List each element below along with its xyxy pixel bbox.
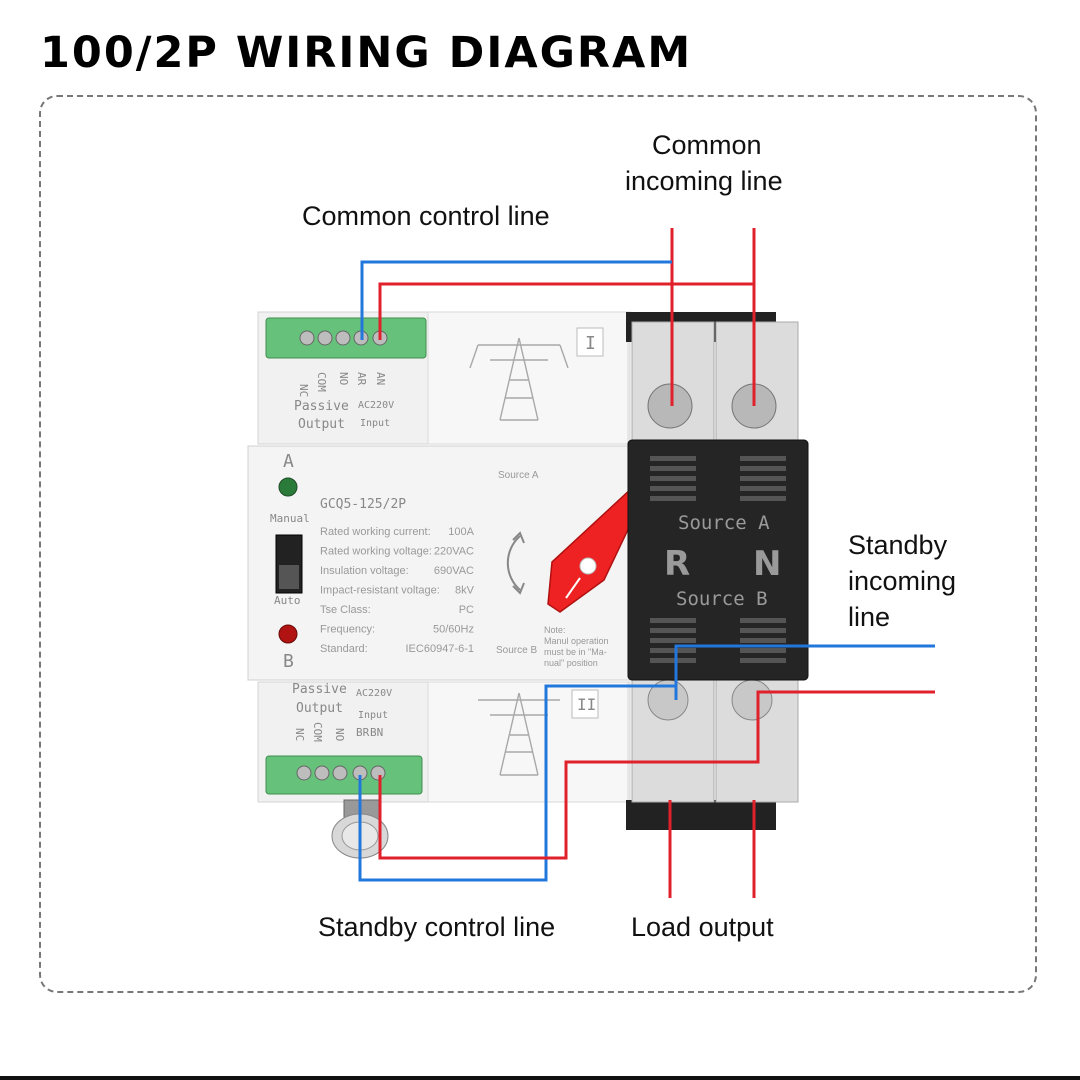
spec-label: Standard:: [320, 643, 368, 655]
common-control-wire-red: [378, 282, 754, 340]
diagram-title: 100/2P WIRING DIAGRAM: [40, 28, 693, 78]
bottom-label-no: NO: [333, 728, 346, 741]
standby-control-wire-red: [378, 700, 760, 860]
top-passive: Passive: [294, 399, 349, 414]
top-label-an: AN: [374, 372, 387, 385]
breaker-block: Source A R N Source B: [626, 312, 809, 830]
breaker-source-b: Source B: [676, 588, 768, 610]
top-tower-icon: [469, 337, 569, 421]
dashed-frame: [39, 95, 1037, 993]
standby-incoming-wire-blue: [674, 644, 935, 700]
indicator-b-label: B: [283, 651, 294, 672]
spec-value: 220VAC: [434, 546, 474, 558]
callout-common-incoming-2: incoming line: [625, 166, 783, 196]
callout-common-incoming-1: Common: [652, 130, 762, 160]
breaker-n: N: [753, 544, 781, 584]
indicator-a-label: A: [283, 451, 294, 472]
bottom-label-br: BR: [356, 726, 370, 739]
indicator-b-led: [278, 624, 298, 644]
note-line: must be in "Ma-: [544, 647, 607, 657]
top-label-com: COM: [315, 372, 328, 392]
top-input: Input: [360, 418, 390, 429]
spec-value: 100A: [448, 526, 474, 538]
spec-label: Rated working voltage:: [320, 546, 432, 558]
bottom-input: Input: [358, 710, 388, 721]
auto-label: Auto: [274, 594, 301, 607]
spec-value: 50/60Hz: [433, 624, 474, 636]
spec-label: Tse Class:: [320, 604, 371, 616]
breaker-r: R: [664, 544, 690, 584]
note-line: Manul operation: [544, 636, 609, 646]
top-terminal-block: [265, 317, 427, 359]
top-label-ar: AR: [355, 372, 368, 386]
callout-standby-incoming-1: Standby: [848, 530, 948, 560]
bottom-ac: AC220V: [356, 688, 392, 699]
front-face: A Manual Auto B GCQ5-125/2P Rated workin…: [270, 451, 609, 672]
bottom-label-com: COM: [311, 722, 324, 742]
top-output: Output: [298, 417, 345, 432]
spec-label: Insulation voltage:: [320, 565, 409, 577]
wires: [358, 228, 935, 898]
common-control-wire-blue: [360, 260, 672, 340]
standby-control-wire-blue: [358, 684, 678, 882]
source-a-small: Source A: [498, 470, 539, 481]
standby-incoming-wire-red: [756, 690, 935, 700]
roman-one: I: [585, 333, 596, 354]
spec-label: Rated working current:: [320, 526, 431, 538]
note-line: nual" position: [544, 658, 598, 668]
source-b-small: Source B: [496, 645, 537, 656]
callout-load-output: Load output: [631, 912, 774, 942]
callout-standby-incoming-2: incoming: [848, 566, 957, 596]
bottom-passive: Passive: [292, 682, 347, 697]
top-label-nc: NC: [297, 384, 310, 397]
note-line: Note:: [544, 625, 566, 635]
top-terminal-labels: NC COM NO AR AN Passive Output AC220V In…: [294, 372, 394, 432]
bottom-output: Output: [296, 701, 343, 716]
manual-label: Manual: [270, 512, 310, 525]
bottom-label-nc: NC: [293, 728, 306, 741]
spec-value: IEC60947-6-1: [406, 643, 475, 655]
bottom-terminal-labels: Passive Output AC220V Input NC COM NO BR…: [292, 682, 392, 742]
top-label-no: NO: [337, 372, 350, 385]
spec-value: 690VAC: [434, 565, 474, 577]
model-label: GCQ5-125/2P: [320, 497, 406, 512]
spec-value: PC: [459, 604, 474, 616]
bottom-tower-icon: [478, 692, 560, 776]
callout-standby-incoming-3: line: [848, 602, 891, 632]
callout-standby-control: Standby control line: [318, 912, 556, 942]
spec-label: Frequency:: [320, 624, 375, 636]
callout-common-control: Common control line: [302, 201, 550, 231]
rotate-arrow-icon: [506, 535, 521, 591]
bottom-rule: [0, 1076, 1080, 1080]
bottom-label-bn: BN: [370, 726, 383, 739]
spec-value: 8kV: [455, 585, 475, 597]
indicator-a-led: [278, 477, 298, 497]
bottom-terminal-block: [265, 755, 423, 795]
spec-list: Rated working current: 100A Rated working …: [320, 526, 475, 655]
spec-label: Impact-resistant voltage:: [320, 585, 440, 597]
breaker-source-a: Source A: [678, 512, 770, 534]
top-ac: AC220V: [358, 400, 394, 411]
roman-two: II: [577, 695, 596, 714]
